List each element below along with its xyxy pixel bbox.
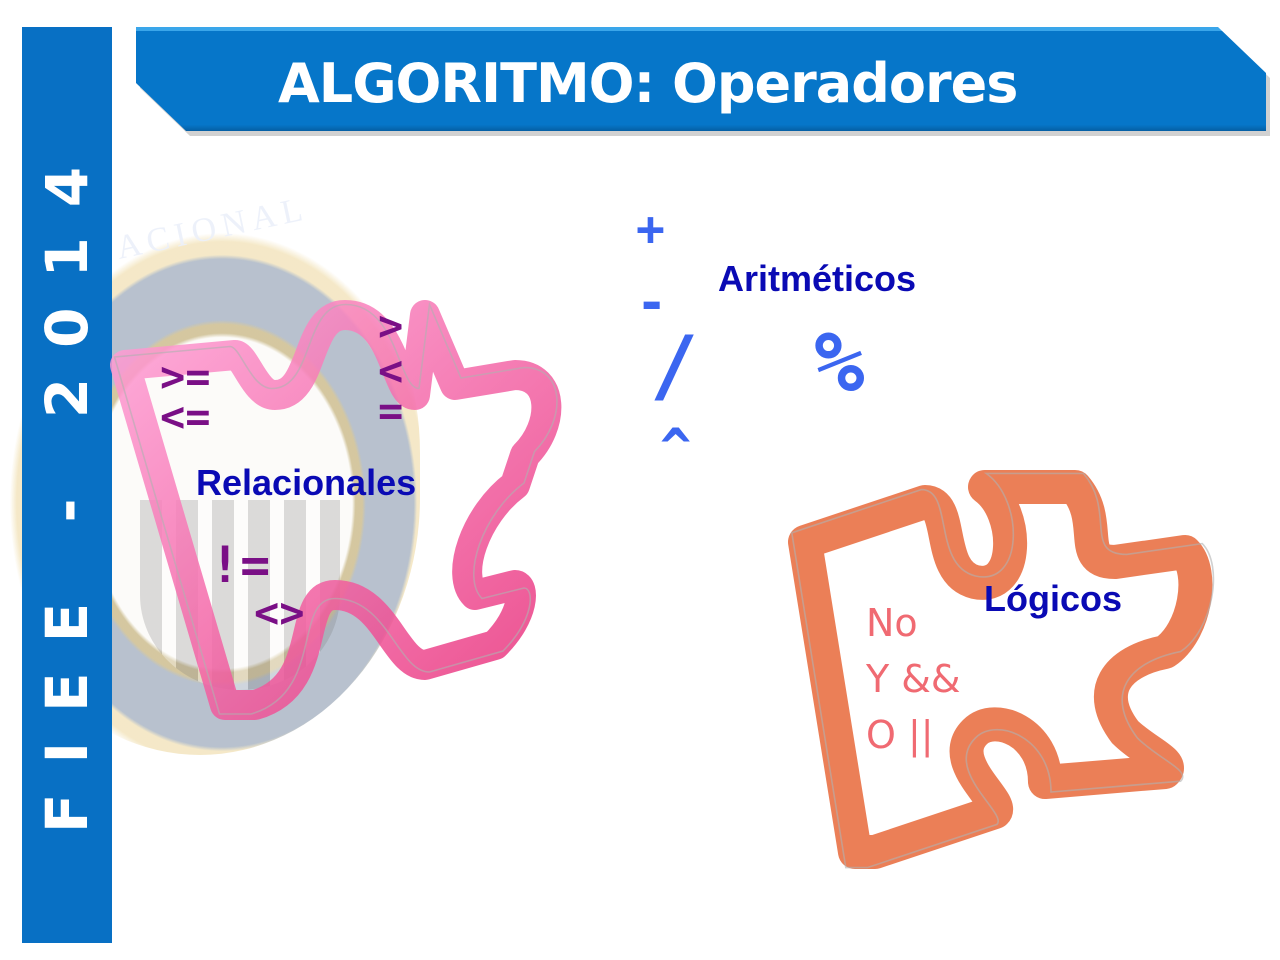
op-or: O || (866, 713, 934, 757)
op-less-equal: <= (160, 392, 211, 441)
op-equal: = (378, 386, 404, 435)
sidebar-vertical-band: FIEE - 2014 (22, 27, 112, 943)
op-modulo: % (814, 313, 865, 411)
heading-relacionales: Relacionales (196, 462, 417, 503)
page-title: ALGORITMO: Operadores (278, 52, 1018, 115)
op-plus: + (636, 201, 665, 257)
heading-logicos: Lógicos (984, 578, 1123, 619)
op-and: Y && (866, 657, 961, 701)
op-minus: - (636, 273, 668, 333)
op-less: < (378, 346, 404, 395)
puzzle-piece-icon (110, 300, 562, 720)
puzzle-piece-relacionales (95, 285, 575, 765)
op-divide: / (650, 319, 699, 412)
op-greater-equal: >= (160, 352, 211, 401)
op-power: ^ (660, 418, 692, 478)
op-not-equal: != (210, 536, 271, 594)
sidebar-label: FIEE - 2014 (33, 136, 101, 834)
heading-aritmeticos: Aritméticos (718, 258, 917, 299)
puzzle-piece-icon (788, 470, 1215, 869)
op-diamond-not-equal: <> (254, 588, 305, 637)
op-greater: > (378, 301, 404, 350)
op-not: No (866, 601, 918, 645)
puzzle-piece-logicos (745, 432, 1220, 912)
title-banner (136, 27, 1266, 131)
